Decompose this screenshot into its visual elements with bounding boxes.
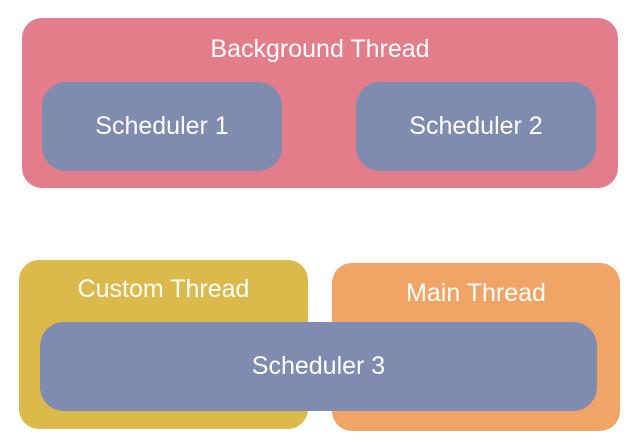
scheduler-2-box: Scheduler 2 xyxy=(356,82,596,171)
background-thread-label: Background Thread xyxy=(210,35,430,63)
scheduler-3-box: Scheduler 3 xyxy=(40,322,597,411)
scheduler-1-box: Scheduler 1 xyxy=(42,82,282,171)
scheduler-2-label: Scheduler 2 xyxy=(409,112,543,140)
custom-thread-label: Custom Thread xyxy=(77,275,250,303)
scheduler-1-label: Scheduler 1 xyxy=(95,112,229,140)
main-thread-label: Main Thread xyxy=(406,279,546,307)
scheduler-3-label: Scheduler 3 xyxy=(251,352,386,380)
